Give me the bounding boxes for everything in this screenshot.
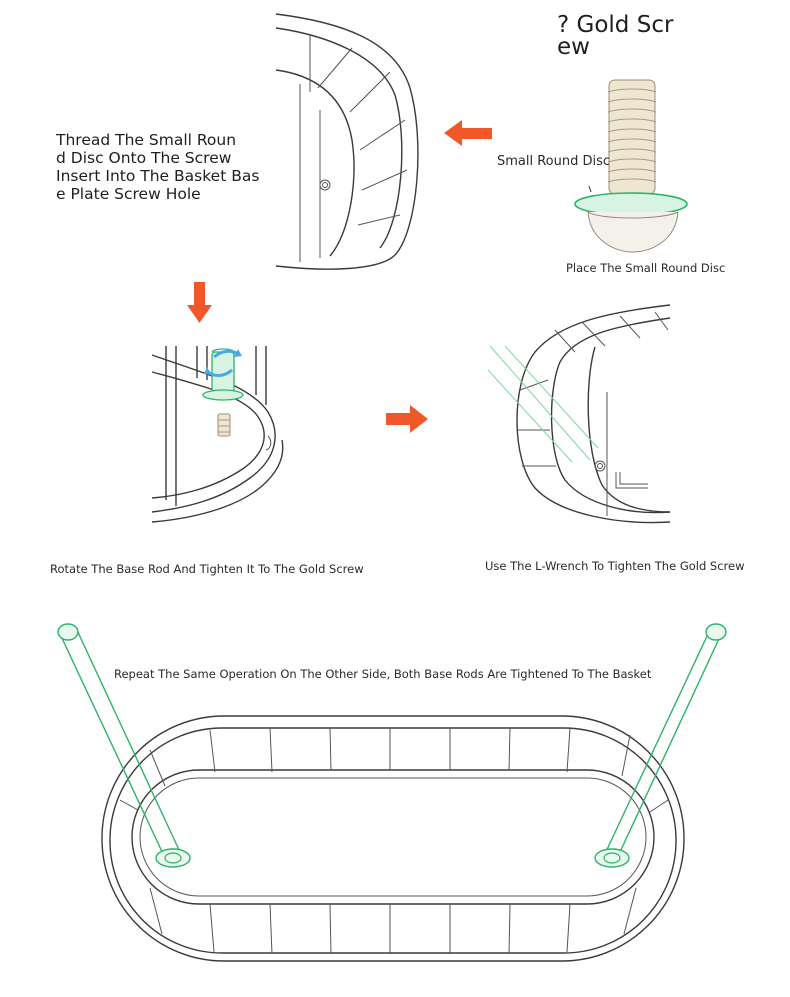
- rotate-caption: Rotate The Base Rod And Tighten It To Th…: [50, 562, 364, 576]
- rotation-arrows-icon: [204, 349, 242, 377]
- repeat-caption: Repeat The Same Operation On The Other S…: [114, 667, 652, 681]
- arrow-right-icon: [386, 405, 428, 433]
- arrow-down-icon: [187, 282, 212, 323]
- base-rod-left: [57, 623, 191, 868]
- arrow-left-icon: [444, 120, 492, 146]
- base-rod-right: [594, 623, 727, 868]
- gold-screw-with-disc: [574, 79, 688, 253]
- gold-screw-title: ? Gold Scr ew: [557, 12, 674, 60]
- full-basket-assembly: [57, 623, 727, 962]
- place-disc-caption: Place The Small Round Disc: [566, 261, 726, 275]
- l-wrench-detail: [487, 304, 671, 524]
- small-round-disc-label: Small Round Disc: [497, 154, 611, 169]
- thread-instruction: Thread The Small Roun d Disc Onto The Sc…: [56, 131, 260, 203]
- basket-end-closeup: [275, 13, 419, 270]
- rod-rotation-detail: [151, 346, 284, 523]
- wrench-caption: Use The L-Wrench To Tighten The Gold Scr…: [485, 559, 745, 573]
